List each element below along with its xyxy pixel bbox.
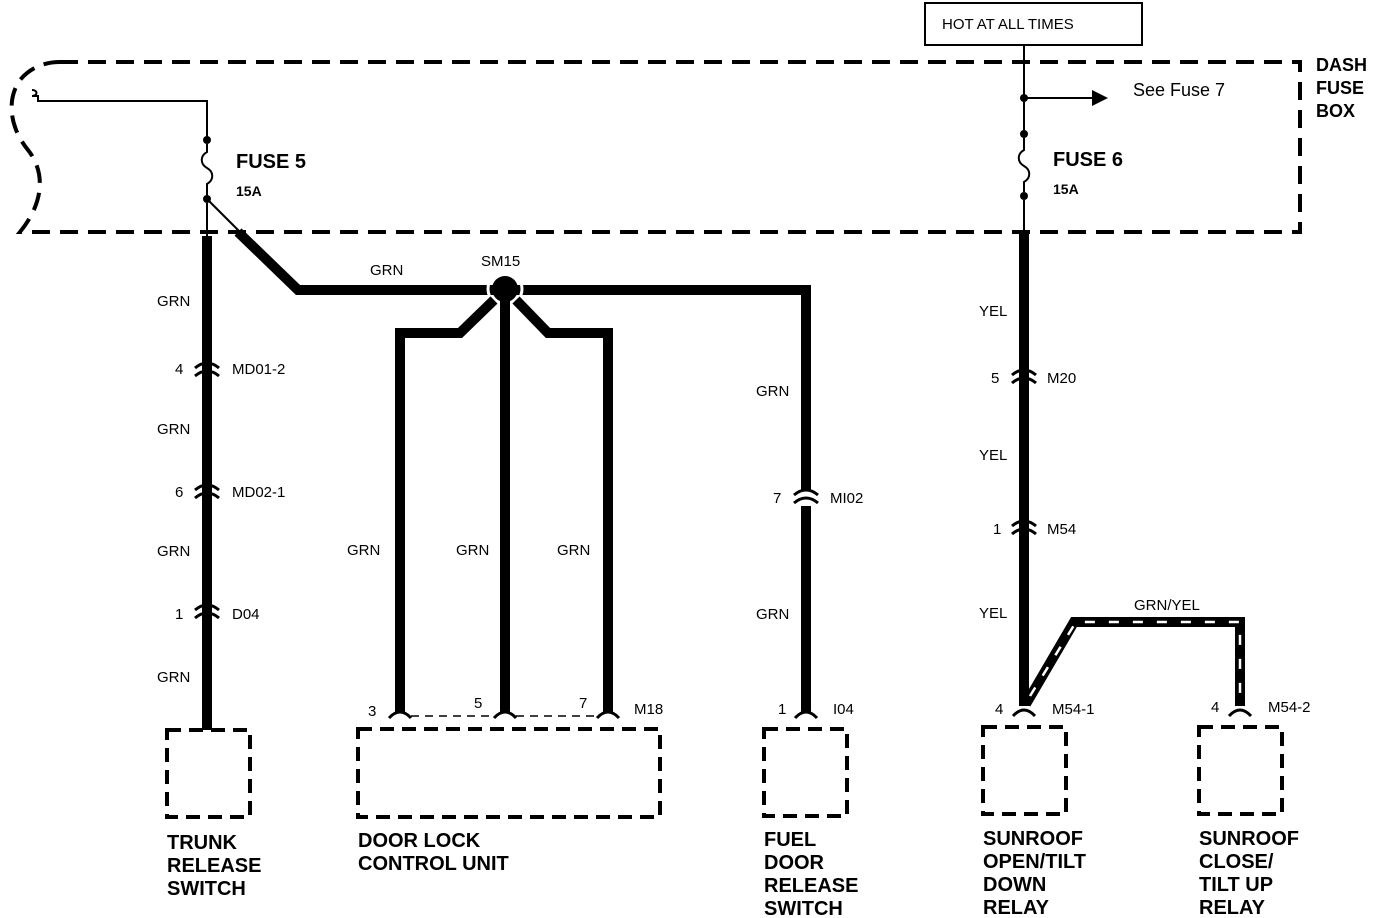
connector-m20-name: M20 — [1047, 370, 1076, 387]
dash-fuse-box-outline — [9, 60, 1302, 234]
sunroof-open-label-3: DOWN — [983, 874, 1046, 896]
fuel-door-label-3: RELEASE — [764, 875, 858, 897]
grn-yel-wire-stripe — [1028, 620, 1242, 700]
wire-color-grn-8: GRN — [557, 542, 590, 559]
wire-color-grn-2: GRN — [157, 421, 190, 438]
fuse6-rating: 15A — [1053, 181, 1079, 197]
connector-m54-name: M54 — [1047, 521, 1076, 538]
fuse6-element-icon — [1017, 138, 1031, 192]
splice-sm15-name: SM15 — [481, 253, 520, 270]
connector-m54-2-icon — [1227, 708, 1253, 718]
connector-m54-1-icon — [1011, 708, 1037, 718]
sunroof-open-label-4: RELAY — [983, 897, 1050, 918]
wire-color-grn-yel: GRN/YEL — [1134, 597, 1200, 614]
connector-m54-icon — [1011, 519, 1037, 536]
connector-d04-pin: 1 — [175, 606, 183, 623]
sunroof-open-label-1: SUNROOF — [983, 828, 1083, 850]
connector-md02-1-pin: 6 — [175, 484, 183, 501]
wire-color-grn-3: GRN — [157, 543, 190, 560]
connector-m18-pin7-icon — [595, 710, 621, 720]
hot-at-all-times-box — [924, 2, 1143, 46]
connector-i04-name: I04 — [833, 701, 854, 718]
fuse5-name: FUSE 5 — [236, 151, 306, 173]
wire-color-grn-1: GRN — [157, 293, 190, 310]
fuse5-internal-feed — [32, 95, 208, 138]
connector-mi02-icon — [793, 488, 819, 505]
connector-md01-2-name: MD01-2 — [232, 361, 285, 378]
connector-i04-pin: 1 — [778, 701, 786, 718]
fuel-door-release-switch-box — [762, 727, 849, 818]
connector-md02-1-icon — [194, 483, 220, 500]
wire-color-grn-6: GRN — [347, 542, 380, 559]
fuse5-feed-hook — [31, 89, 38, 97]
wire-color-yel-1: YEL — [979, 303, 1007, 320]
sunroof-close-relay-box — [1197, 725, 1284, 816]
fuse5-top-terminal — [203, 136, 211, 144]
connector-m54-1-pin: 4 — [995, 701, 1003, 718]
connector-m18-name: M18 — [634, 701, 663, 718]
sunroof-close-label-4: RELAY — [1199, 897, 1266, 918]
dash-fuse-box-label-3: BOX — [1316, 101, 1355, 121]
grn-yel-wire — [1021, 617, 1245, 707]
trunk-label-3: SWITCH — [167, 878, 246, 900]
hot-at-all-times-label: HOT AT ALL TIMES — [942, 16, 1074, 33]
fuse5-to-splice-wire — [234, 228, 811, 490]
connector-m18-pin-5: 5 — [474, 695, 482, 712]
fuel-door-label-4: SWITCH — [764, 898, 843, 918]
trunk-release-switch-box — [165, 728, 252, 819]
connector-m18-pin5-icon — [492, 710, 518, 720]
connector-m54-1-name: M54-1 — [1052, 701, 1095, 718]
wire-color-grn-5: GRN — [370, 262, 403, 279]
fuse5-branch-thin — [206, 198, 241, 233]
sunroof-open-relay-box — [981, 725, 1068, 816]
connector-d04-name: D04 — [232, 606, 260, 623]
connector-i04-icon — [793, 710, 819, 720]
connector-m54-pin: 1 — [993, 521, 1001, 538]
door-lock-control-unit-box — [356, 727, 662, 819]
connector-m20-pin: 5 — [991, 370, 999, 387]
fuse5-rating: 15A — [236, 183, 262, 199]
connector-mi02-pin: 7 — [773, 490, 781, 507]
see-fuse7-label: See Fuse 7 — [1133, 80, 1225, 100]
fuel-door-label-1: FUEL — [764, 829, 816, 851]
connector-m18-pin-7: 7 — [579, 695, 587, 712]
connector-md01-2-icon — [194, 361, 220, 378]
sunroof-close-label-3: TILT UP — [1199, 874, 1273, 896]
connector-m54-2-name: M54-2 — [1268, 699, 1311, 716]
fuel-door-label-2: DOOR — [764, 852, 825, 874]
sunroof-close-label-1: SUNROOF — [1199, 828, 1299, 850]
trunk-label-2: RELEASE — [167, 855, 261, 877]
wire-color-grn-4: GRN — [157, 669, 190, 686]
fuse5-element-icon — [200, 144, 214, 196]
trunk-label-1: TRUNK — [167, 832, 238, 854]
fuse6-name: FUSE 6 — [1053, 149, 1123, 171]
connector-m54-2-pin: 4 — [1211, 699, 1219, 716]
wire-color-grn-7: GRN — [456, 542, 489, 559]
see-fuse7-arrow-icon — [1092, 90, 1108, 106]
sunroof-close-label-2: CLOSE/ — [1199, 851, 1274, 873]
splice-sm15-core — [496, 280, 514, 298]
dash-fuse-box-label-1: DASH — [1316, 55, 1367, 75]
wire-color-yel-3: YEL — [979, 605, 1007, 622]
connector-d04-icon — [194, 603, 220, 620]
connector-m18-pin-3: 3 — [368, 703, 376, 720]
fuse6-top-terminal — [1020, 130, 1028, 138]
connector-m18-pin3-icon — [387, 710, 413, 720]
connector-md01-2-pin: 4 — [175, 361, 183, 378]
sunroof-open-label-2: OPEN/TILT — [983, 851, 1086, 873]
door-lock-wire-3 — [395, 296, 498, 712]
connector-md02-1-name: MD02-1 — [232, 484, 285, 501]
connector-m20-icon — [1011, 368, 1037, 385]
door-lock-wire-7 — [512, 296, 613, 712]
dash-fuse-box-label-2: FUSE — [1316, 78, 1364, 98]
wire-color-grn-10: GRN — [756, 606, 789, 623]
fuse6-bottom-terminal — [1020, 192, 1028, 200]
door-lock-label-2: CONTROL UNIT — [358, 853, 509, 875]
connector-mi02-name: MI02 — [830, 490, 863, 507]
door-lock-label-1: DOOR LOCK — [358, 830, 481, 852]
wire-color-grn-9: GRN — [756, 383, 789, 400]
wire-color-yel-2: YEL — [979, 447, 1007, 464]
